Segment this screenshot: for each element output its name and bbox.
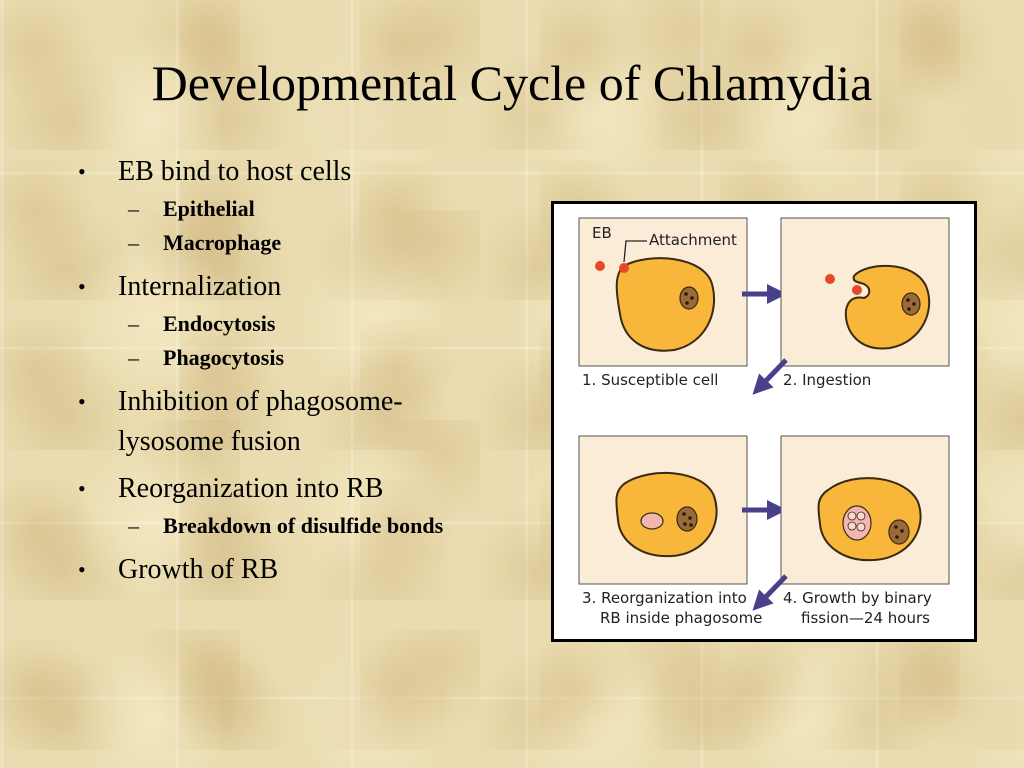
sub-text: Endocytosis xyxy=(163,311,276,336)
nucleus-dot xyxy=(689,523,693,527)
arrow-diagonal-icon xyxy=(752,574,788,611)
nucleus-dot xyxy=(688,516,692,520)
eb-particle xyxy=(595,261,605,271)
attachment-pointer xyxy=(623,240,647,263)
nucleus xyxy=(901,292,921,316)
bullet-dot: • xyxy=(78,389,86,414)
bullet-item: • Growth of RB xyxy=(78,550,488,590)
sub-list: –Epithelial –Macrophage xyxy=(118,192,488,260)
nucleus xyxy=(888,519,910,545)
bullet-list: • EB bind to host cells –Epithelial –Mac… xyxy=(78,152,488,590)
nucleus-dot xyxy=(912,302,916,306)
eb-attached xyxy=(619,263,629,273)
bullet-item: • Reorganization into RB –Breakdown of d… xyxy=(78,469,488,543)
rb-body xyxy=(856,522,866,532)
sub-text: Macrophage xyxy=(163,230,282,255)
bullet-dot: • xyxy=(78,274,86,299)
sub-item: –Breakdown of disulfide bonds xyxy=(128,513,444,538)
nucleus-dot xyxy=(683,522,687,526)
sub-item: –Phagocytosis xyxy=(128,345,284,370)
sub-list: –Endocytosis –Phagocytosis xyxy=(118,307,488,375)
caption-1: 1. Susceptible cell xyxy=(582,371,718,389)
host-cell-engulfing xyxy=(844,264,931,350)
nucleus-dot xyxy=(690,296,694,300)
caption-2: 2. Ingestion xyxy=(783,371,871,389)
sub-text: Phagocytosis xyxy=(163,345,284,370)
slide-title: Developmental Cycle of Chlamydia xyxy=(151,55,873,111)
phagosome-rb xyxy=(640,512,664,530)
nucleus-dot xyxy=(685,301,689,305)
caption-3-line1: 3. Reorganization into xyxy=(582,589,747,607)
bullet-text: Reorganization into RB xyxy=(118,473,384,504)
sub-item: –Epithelial xyxy=(128,196,255,221)
bullet-text: Internalization xyxy=(118,271,282,302)
bullet-item: • Inhibition of phagosome-lysosome fusio… xyxy=(78,382,488,462)
sub-text: Breakdown of disulfide bonds xyxy=(163,513,444,538)
host-cell xyxy=(615,472,718,558)
nucleus-dot xyxy=(682,512,686,516)
nucleus-dot xyxy=(907,307,911,311)
caption-4-line2: fission—24 hours xyxy=(801,609,930,627)
nucleus-dot xyxy=(906,298,910,302)
cycle-diagram: EB Attachment 1. Susceptible cell 2. Ing… xyxy=(578,217,950,627)
bullet-dot: • xyxy=(78,557,86,582)
bullet-text: EB bind to host cells xyxy=(118,156,352,187)
sub-item: –Macrophage xyxy=(128,230,282,255)
nucleus-dot xyxy=(894,525,898,529)
nucleus-dot xyxy=(895,535,899,539)
bullet-text: Growth of RB xyxy=(118,554,279,585)
sub-item: –Endocytosis xyxy=(128,311,276,336)
caption-4-line1: 4. Growth by binary xyxy=(783,589,932,607)
host-cell xyxy=(615,257,715,352)
arrow-diagonal-icon xyxy=(752,358,788,395)
chlamydia-cycle-figure: EB Attachment 1. Susceptible cell 2. Ing… xyxy=(551,201,977,642)
sub-text: Epithelial xyxy=(163,196,255,221)
rb-body xyxy=(847,511,857,521)
bullet-item: • Internalization –Endocytosis –Phagocyt… xyxy=(78,267,488,375)
bullet-dot: • xyxy=(78,159,86,184)
nucleus-dot xyxy=(900,529,904,533)
bullet-dot: • xyxy=(78,476,86,501)
rb-body xyxy=(847,521,857,531)
eb-label: EB xyxy=(592,224,612,242)
nucleus xyxy=(679,286,699,310)
eb-particle xyxy=(825,274,835,284)
nucleus-dot xyxy=(684,292,688,296)
attachment-label: Attachment xyxy=(649,231,737,249)
phagosome-rb-dividing xyxy=(842,505,872,541)
eb-ingested xyxy=(852,285,862,295)
caption-3-line2: RB inside phagosome xyxy=(600,609,762,627)
nucleus xyxy=(676,506,698,532)
bullet-item: • EB bind to host cells –Epithelial –Mac… xyxy=(78,152,488,260)
bullet-text: Inhibition of phagosome-lysosome fusion xyxy=(118,386,403,457)
sub-list: –Breakdown of disulfide bonds xyxy=(118,509,488,543)
rb-body xyxy=(856,511,866,521)
